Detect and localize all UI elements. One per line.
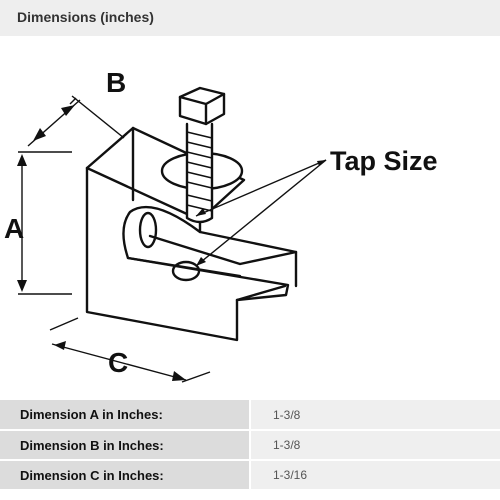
row-value: 1-3/8 bbox=[250, 400, 500, 431]
label-c: C bbox=[108, 347, 128, 378]
bolt-shaft bbox=[185, 122, 214, 224]
row-label: Dimension C in Inches: bbox=[0, 460, 251, 491]
table-row: Dimension B in Inches: 1-3/8 bbox=[0, 430, 500, 461]
table-row: Dimension C in Inches: 1-3/16 bbox=[0, 460, 500, 491]
label-tap-size: Tap Size bbox=[330, 146, 438, 176]
row-value: 1-3/8 bbox=[250, 430, 500, 461]
bottom-hole bbox=[171, 260, 201, 282]
row-value: 1-3/16 bbox=[250, 460, 500, 491]
row-label: Dimension A in Inches: bbox=[0, 400, 251, 431]
beam-clamp-diagram: B A C Tap Size bbox=[0, 36, 500, 400]
bolt-head bbox=[178, 86, 226, 126]
clamp-front-face bbox=[85, 166, 290, 342]
side-hole bbox=[138, 211, 158, 249]
row-label: Dimension B in Inches: bbox=[0, 430, 251, 461]
section-title: Dimensions (inches) bbox=[0, 0, 500, 36]
dimensions-table: Dimension A in Inches: 1-3/8 Dimension B… bbox=[0, 400, 500, 491]
table-row: Dimension A in Inches: 1-3/8 bbox=[0, 400, 500, 431]
label-b: B bbox=[106, 67, 126, 98]
label-a: A bbox=[4, 213, 24, 244]
